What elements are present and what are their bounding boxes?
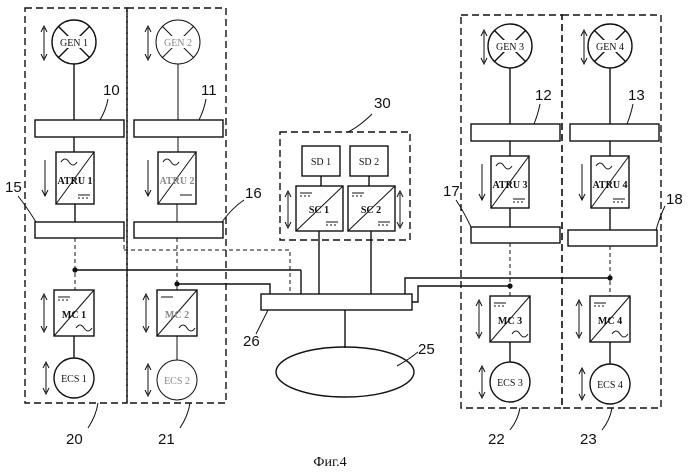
ac-bus-13 [570,124,659,141]
ref-21: 21 [158,431,175,448]
ref-20: 20 [66,431,83,448]
ref-26: 26 [243,333,260,350]
generator-4-label: GEN 4 [596,42,624,53]
central-bus-26 [261,294,412,310]
channel-20-frame [25,8,127,403]
mc-4-label: MC 4 [598,316,622,327]
ref-30: 30 [374,95,391,112]
sc-2: SC 2 [348,186,395,231]
sd-1-label: SD 1 [311,157,331,168]
mc-4: MC 4 [590,296,630,342]
feeder-lines [74,64,610,156]
mc-1: MC 1 [54,290,94,336]
mc-3-label: MC 3 [498,316,522,327]
ecs-1-label: ECS 1 [61,374,87,385]
atru-2-label: ATRU 2 [159,176,194,187]
atru-4: ATRU 4 [591,156,629,208]
channel-22-frame [461,15,562,408]
ref-22: 22 [488,431,505,448]
ref-13: 13 [628,87,645,104]
ref-11: 11 [201,82,217,99]
generator-1: GEN 1 [52,20,96,64]
ac-bus-12 [471,124,560,141]
mc-3: MC 3 [490,296,530,342]
dc-bus-15 [35,222,124,238]
ecs-3-label: ECS 3 [497,378,523,389]
ref-18: 18 [666,191,683,208]
sd-2-label: SD 2 [359,157,379,168]
dc-bus-17 [471,227,560,243]
ref-17: 17 [443,183,460,200]
ref-16: 16 [245,185,262,202]
ref-10: 10 [103,82,120,99]
generator-3-label: GEN 3 [496,42,524,53]
channel-23-frame [562,15,661,408]
ac-bus-11 [134,120,223,137]
ref-25: 25 [418,341,435,358]
ecs-4-label: ECS 4 [597,380,623,391]
sc-2-label: SC 2 [361,205,381,216]
sc-1-label: SC 1 [309,205,329,216]
atru-3-label: ATRU 3 [492,180,527,191]
dc-bus-16 [134,222,223,238]
ref-12: 12 [535,87,552,104]
atru-4-label: ATRU 4 [592,180,627,191]
generator-4: GEN 4 [588,24,632,68]
figure-caption: Фиг.4 [313,455,346,470]
sc-1: SC 1 [296,186,343,231]
atru-1-label: ATRU 1 [57,176,92,187]
distribution-wiring [72,238,612,302]
mc-2: MC 2 [157,290,197,336]
dc-bus-18 [568,230,657,246]
ecs-2-label: ECS 2 [164,376,190,387]
ref-23: 23 [580,431,597,448]
atru-2: ATRU 2 [158,152,196,204]
ref-15: 15 [5,179,22,196]
mc-1-label: MC 1 [62,310,86,321]
generator-2: GEN 2 [156,20,200,64]
mc-2-label: MC 2 [165,310,189,321]
generator-3: GEN 3 [488,24,532,68]
generator-1-label: GEN 1 [60,38,88,49]
generator-2-label: GEN 2 [164,38,192,49]
atru-1: ATRU 1 [56,152,94,204]
ac-bus-10 [35,120,124,137]
load-25 [276,347,414,397]
atru-3: ATRU 3 [491,156,529,208]
